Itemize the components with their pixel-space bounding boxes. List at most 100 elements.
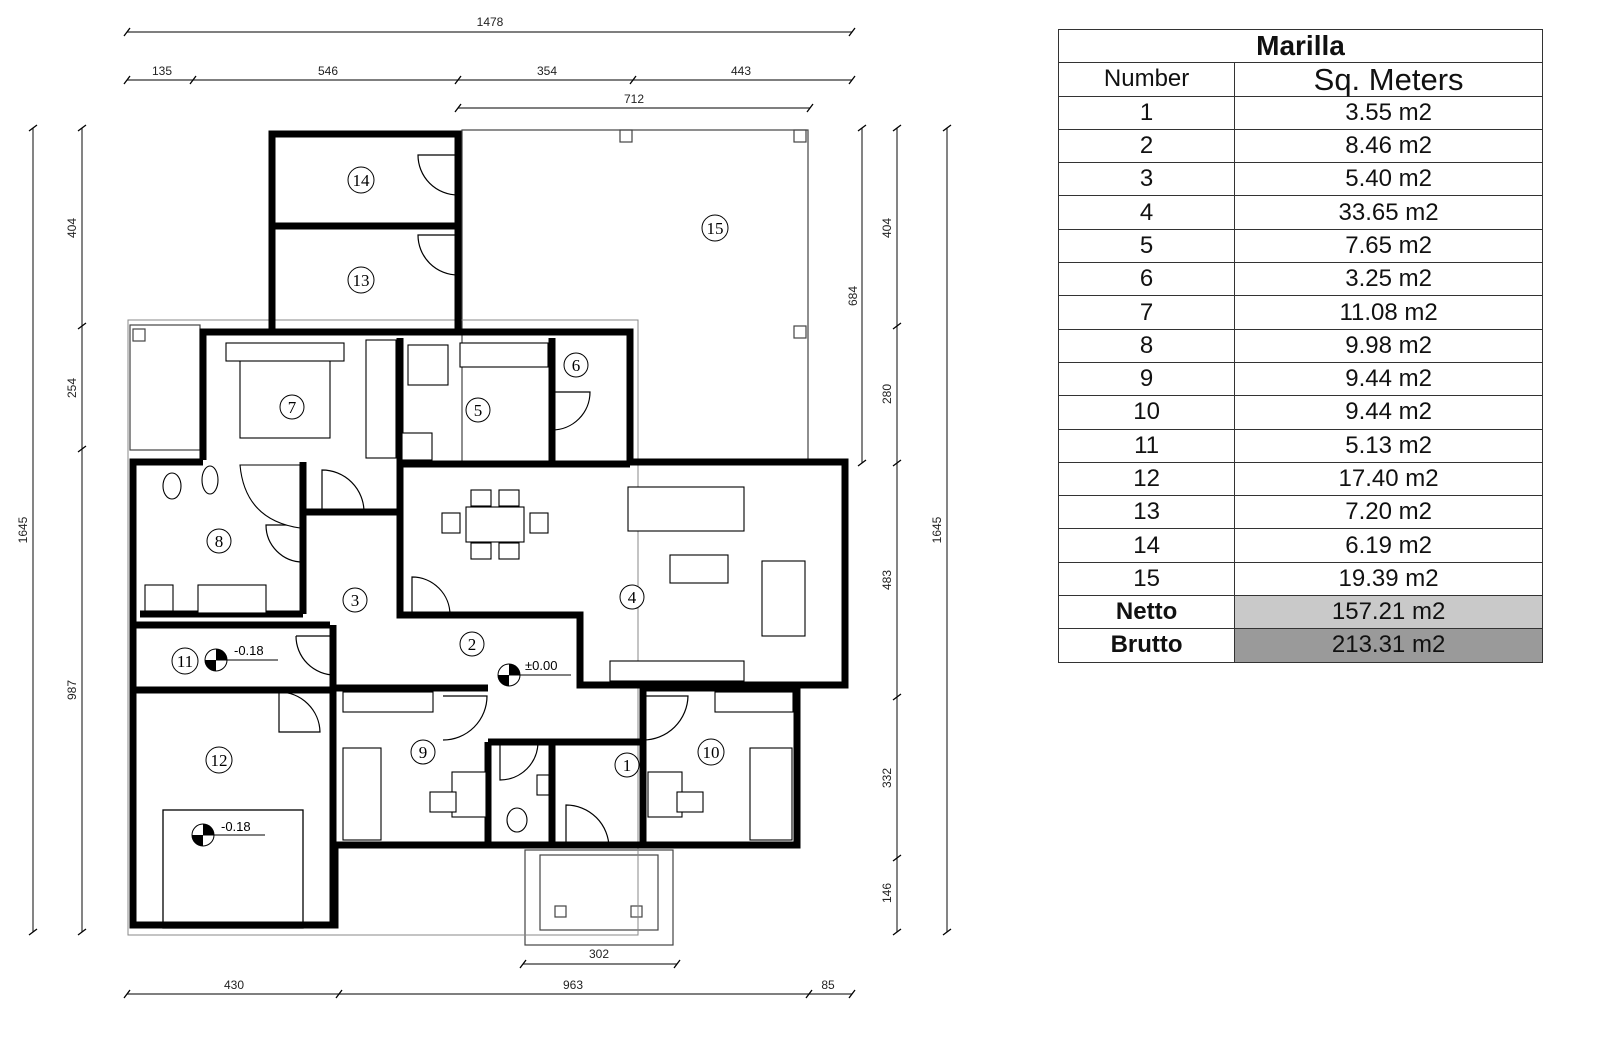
svg-text:7: 7 [288,398,297,417]
svg-text:9: 9 [419,743,428,762]
wardrobe [365,339,397,459]
room-area: 7.65 m2 [1234,228,1543,264]
dim-right-terrace: 684 [846,286,860,306]
svg-text:15: 15 [707,219,724,238]
svg-text:-0.18: -0.18 [234,643,264,658]
dining-table [465,506,525,543]
room-number: 6 [1057,262,1236,297]
room-number: 7 [1057,295,1236,330]
svg-text:5: 5 [474,401,483,420]
brutto-row: Brutto 213.31 m2 [1057,628,1543,663]
room-label-11: 11 [171,647,199,675]
room-area: 8.46 m2 [1234,128,1543,164]
room-label-15: 15 [701,214,729,242]
brutto-label: Brutto [1057,628,1236,663]
room-area: 19.39 m2 [1234,561,1543,597]
room-number: 13 [1057,495,1236,530]
svg-text:12: 12 [211,751,228,770]
column-header-number: Number [1057,62,1236,97]
room-label-9: 9 [410,739,436,765]
terrace-outline [127,129,809,946]
svg-text:11: 11 [177,652,193,671]
sink [459,342,549,368]
svg-text:6: 6 [572,356,581,375]
room-area: 9.44 m2 [1234,361,1543,397]
room-number: 3 [1057,162,1236,197]
bed-10 [749,747,793,841]
dim-top-3: 354 [537,64,557,78]
dim-top-4: 443 [731,64,751,78]
dim-right-5: 146 [880,883,894,903]
table-title: Marilla [1058,28,1543,64]
room-area: 33.65 m2 [1234,195,1543,230]
netto-label: Netto [1057,595,1236,630]
room-number: 8 [1057,328,1236,363]
room-number: 4 [1057,195,1236,230]
room-number: 14 [1057,528,1236,563]
room-area: 3.25 m2 [1234,262,1543,297]
elevation-marker-12: -0.18 [191,819,265,847]
dim-top-1: 135 [152,64,172,78]
elevation-marker-2: ±0.00 [497,658,571,687]
room-area: 3.55 m2 [1234,95,1543,130]
dimension-lines [32,31,948,995]
dim-top-total: 1478 [477,15,504,29]
dim-top-2: 546 [318,64,338,78]
room-label-2: 2 [459,631,485,657]
room-area: 17.40 m2 [1234,461,1543,497]
tv-stand [609,660,745,682]
room-label-6: 6 [563,352,589,378]
room-number: 10 [1057,395,1236,430]
room-area: 5.40 m2 [1234,162,1543,197]
floor-plan: 1478 135 546 354 443 712 1645 404 254 98… [16,15,952,999]
netto-value: 157.21 m2 [1234,595,1543,630]
dim-left-1: 404 [65,218,79,238]
dim-top-terrace: 712 [624,92,644,106]
svg-text:3: 3 [351,591,360,610]
room-number: 9 [1057,361,1236,397]
bathtub [239,464,301,529]
dim-right-3: 483 [880,570,894,590]
netto-row: Netto 157.21 m2 [1057,595,1543,630]
doors[interactable] [265,154,689,849]
svg-text:8: 8 [215,532,224,551]
room-labels: 1 2 3 4 5 6 7 8 9 10 11 12 13 14 15 [171,166,729,778]
elevation-marker-11: -0.18 [204,643,278,672]
sofa [627,486,745,532]
fridge [401,432,433,461]
toilet [162,472,182,500]
room-number: 5 [1057,228,1236,264]
room-label-4: 4 [619,584,645,610]
bed-9 [342,747,382,841]
dimension-ticks [28,27,952,999]
dim-bottom-1: 430 [224,978,244,992]
svg-text:±0.00: ±0.00 [525,658,557,673]
svg-text:13: 13 [353,271,370,290]
room-number: 1 [1057,95,1236,130]
room-number: 12 [1057,461,1236,497]
room-label-7: 7 [279,394,305,420]
room-label-13: 13 [347,266,375,294]
dim-right-1: 404 [880,218,894,238]
room-number: 15 [1057,561,1236,597]
room-label-12: 12 [205,746,233,774]
svg-text:4: 4 [628,588,637,607]
coffee-table [669,554,729,584]
svg-text:10: 10 [703,743,720,762]
dim-right-4: 332 [880,768,894,788]
dim-left-2: 254 [65,378,79,398]
room-area: 7.20 m2 [1234,495,1543,530]
